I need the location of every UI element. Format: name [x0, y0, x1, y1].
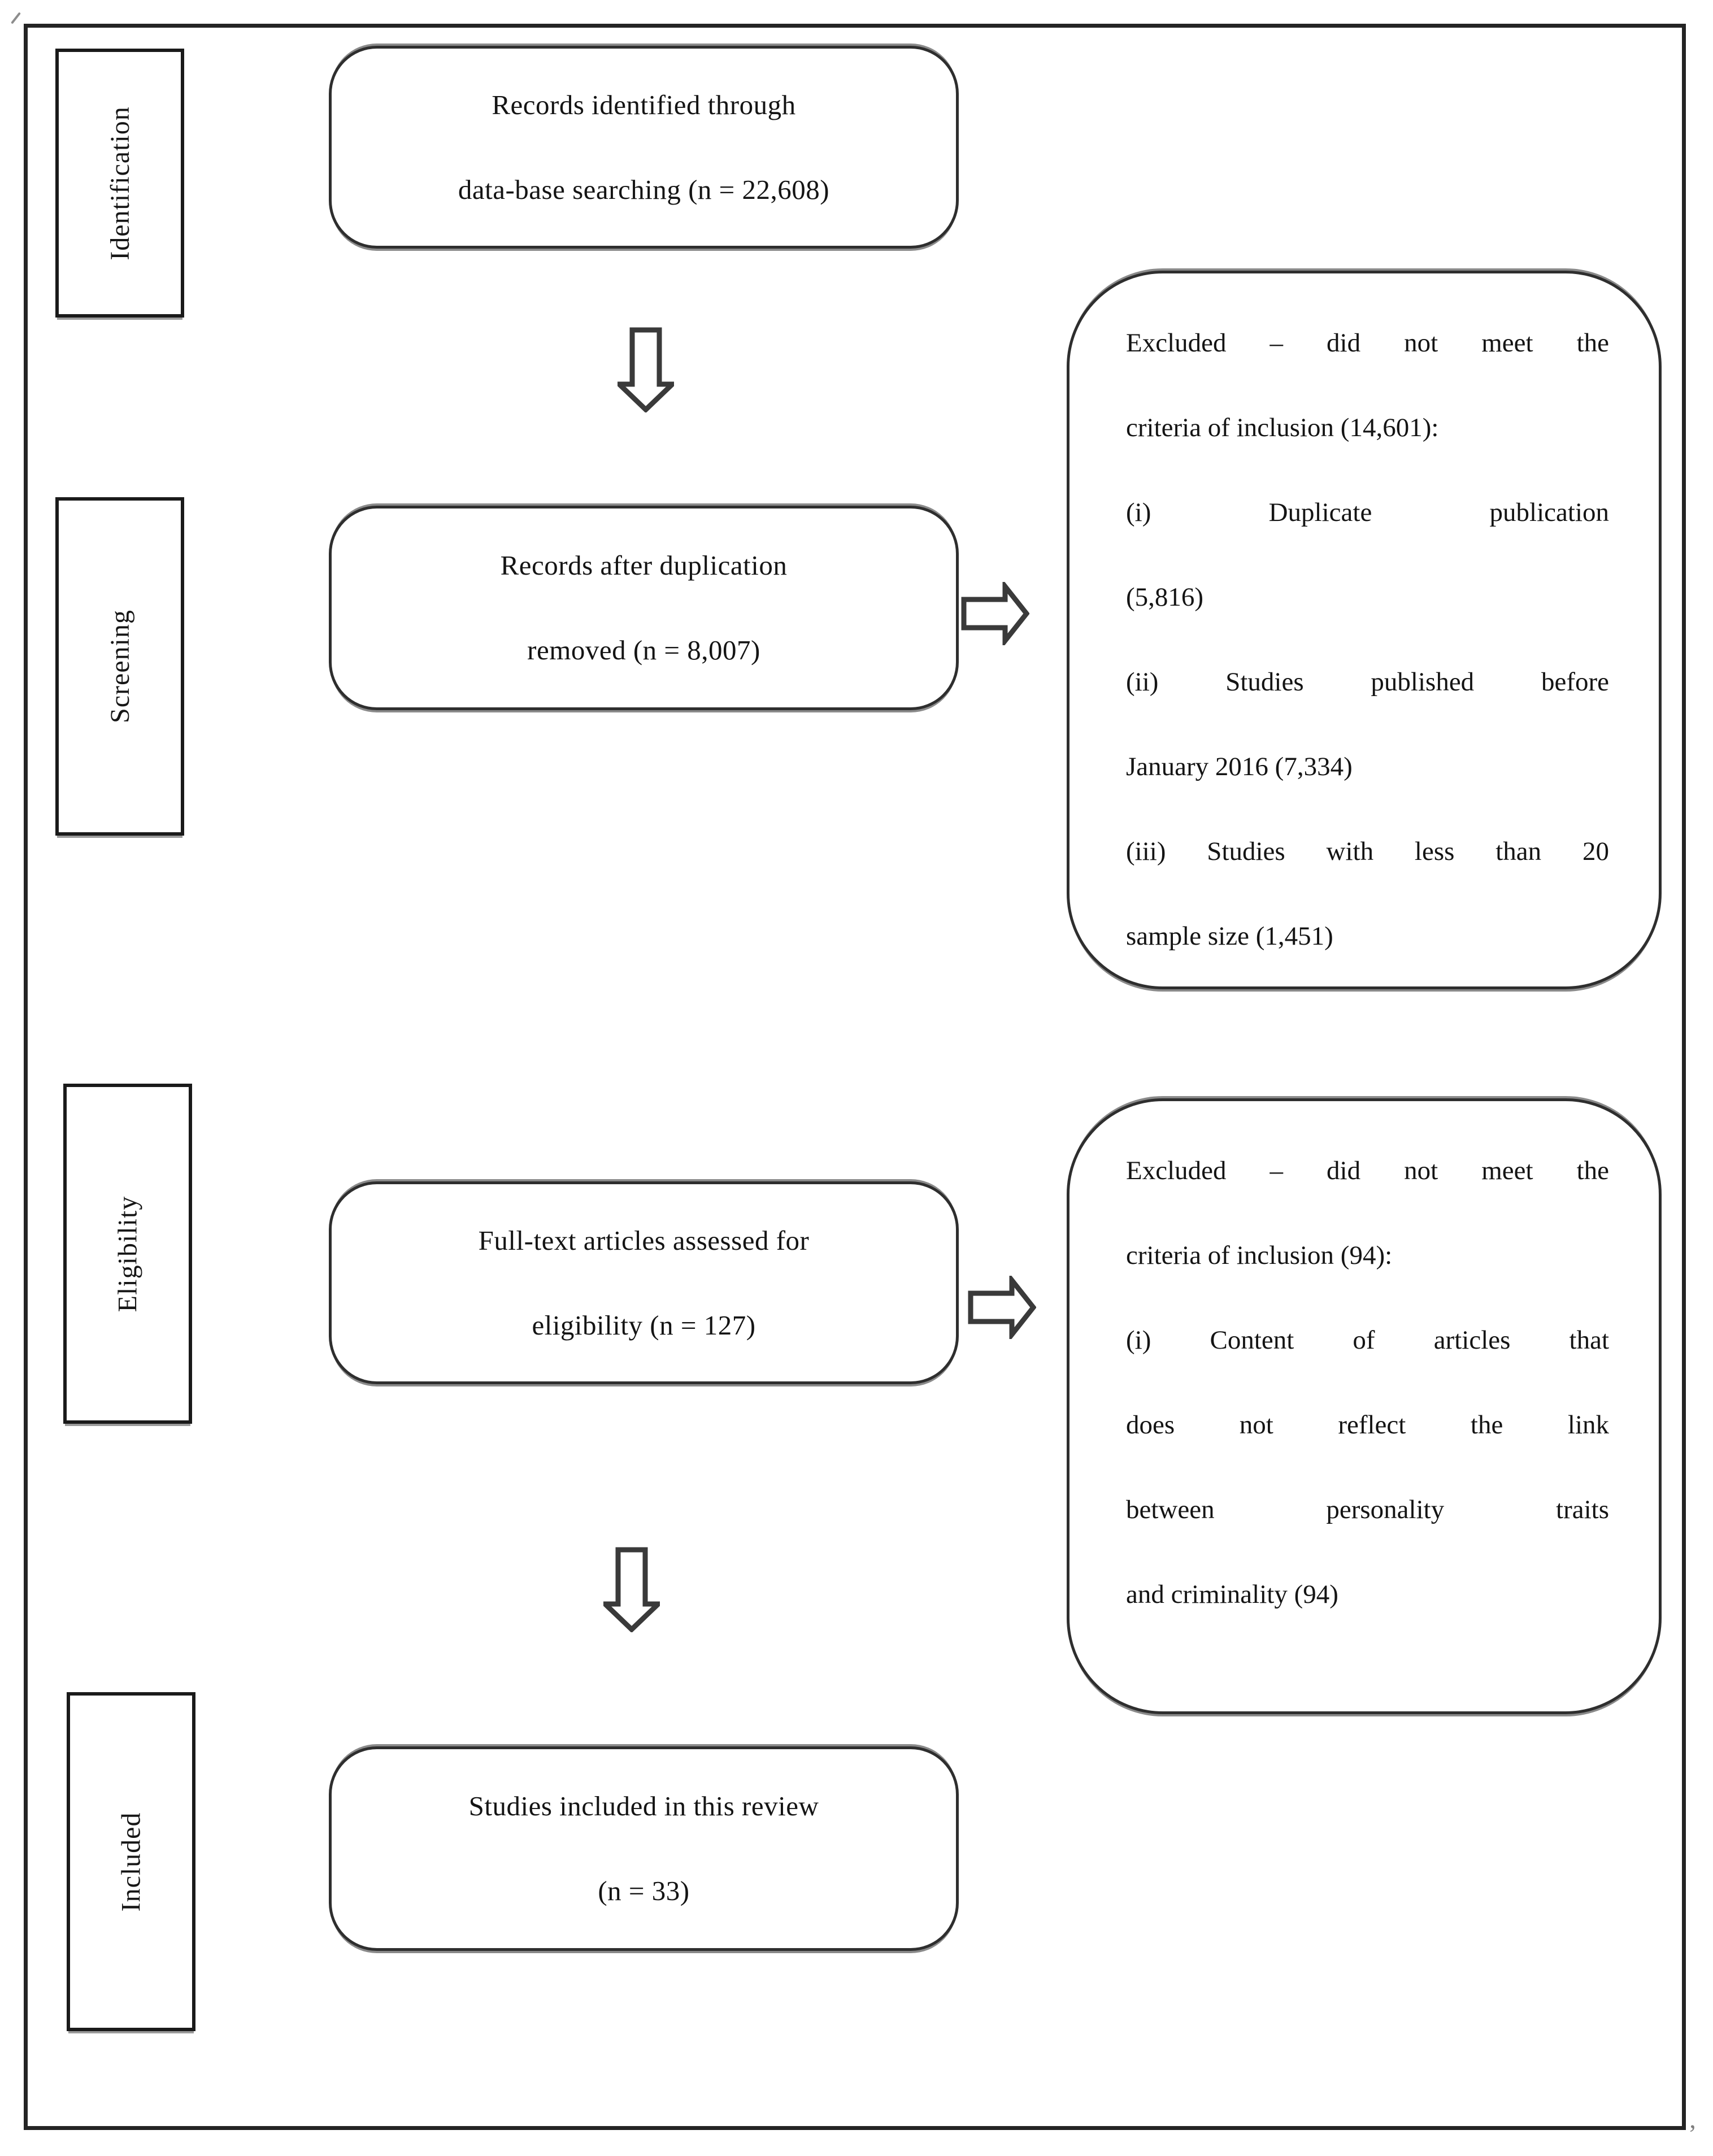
excluded-screening-line2: criteria of inclusion (14,601): [1126, 413, 1439, 442]
excluded-screening-line8: sample size (1,451) [1126, 921, 1333, 951]
excluded-screening-line1: Excluded – did not meet the [1126, 328, 1609, 358]
stage-label-screening: Screening [105, 610, 135, 723]
box-fulltext-assessed-line2: eligibility (n = 127) [532, 1309, 756, 1341]
right-arrow-icon [960, 582, 1029, 645]
down-arrow-icon [618, 327, 674, 412]
box-studies-included-line2: (n = 33) [598, 1875, 690, 1906]
excluded-eligibility-line1: Excluded – did not meet the [1126, 1156, 1609, 1185]
excluded-screening-line4: (5,816) [1126, 583, 1204, 612]
excluded-eligibility-line5: between personality traits [1126, 1495, 1609, 1524]
scan-artifact-mark: ʼ [1688, 2119, 1697, 2148]
excluded-eligibility-line2: criteria of inclusion (94): [1126, 1241, 1393, 1270]
excluded-screening-line3: (i) Duplicate publication [1126, 498, 1609, 527]
box-records-identified: Records identified through data-base sea… [329, 46, 959, 249]
box-records-identified-line1: Records identified through [492, 89, 796, 120]
scan-artifact-mark [11, 12, 21, 24]
stage-box-eligibility: Eligibility [63, 1084, 192, 1424]
excluded-screening-line7: (iii) Studies with less than 20 [1126, 837, 1609, 866]
box-fulltext-assessed-line1: Full-text articles assessed for [478, 1224, 810, 1256]
box-studies-included-line1: Studies included in this review [468, 1790, 819, 1822]
down-arrow-icon [603, 1546, 660, 1632]
box-studies-included: Studies included in this review (n = 33) [329, 1746, 959, 1951]
box-records-deduplicated: Records after duplication removed (n = 8… [329, 506, 959, 710]
stage-box-included: Included [67, 1692, 195, 2031]
excluded-eligibility-line3: (i) Content of articles that [1126, 1325, 1609, 1355]
stage-label-identification: Identification [105, 106, 135, 260]
excluded-eligibility-line6: and criminality (94) [1126, 1580, 1338, 1609]
box-excluded-screening: Excluded – did not meet the criteria of … [1067, 271, 1662, 989]
box-records-deduplicated-line2: removed (n = 8,007) [527, 634, 760, 666]
excluded-screening-line5: (ii) Studies published before [1126, 667, 1609, 697]
excluded-screening-line6: January 2016 (7,334) [1126, 752, 1353, 781]
box-excluded-eligibility: Excluded – did not meet the criteria of … [1067, 1098, 1662, 1714]
stage-label-included: Included [116, 1812, 146, 1911]
stage-label-eligibility: Eligibility [112, 1196, 143, 1312]
box-fulltext-assessed: Full-text articles assessed for eligibil… [329, 1181, 959, 1384]
box-records-identified-line2: data-base searching (n = 22,608) [458, 173, 830, 205]
stage-box-identification: Identification [55, 49, 184, 318]
right-arrow-icon [967, 1276, 1036, 1339]
excluded-eligibility-line4: does not reflect the link [1126, 1410, 1609, 1440]
box-records-deduplicated-line1: Records after duplication [500, 550, 788, 581]
stage-box-screening: Screening [55, 497, 184, 836]
